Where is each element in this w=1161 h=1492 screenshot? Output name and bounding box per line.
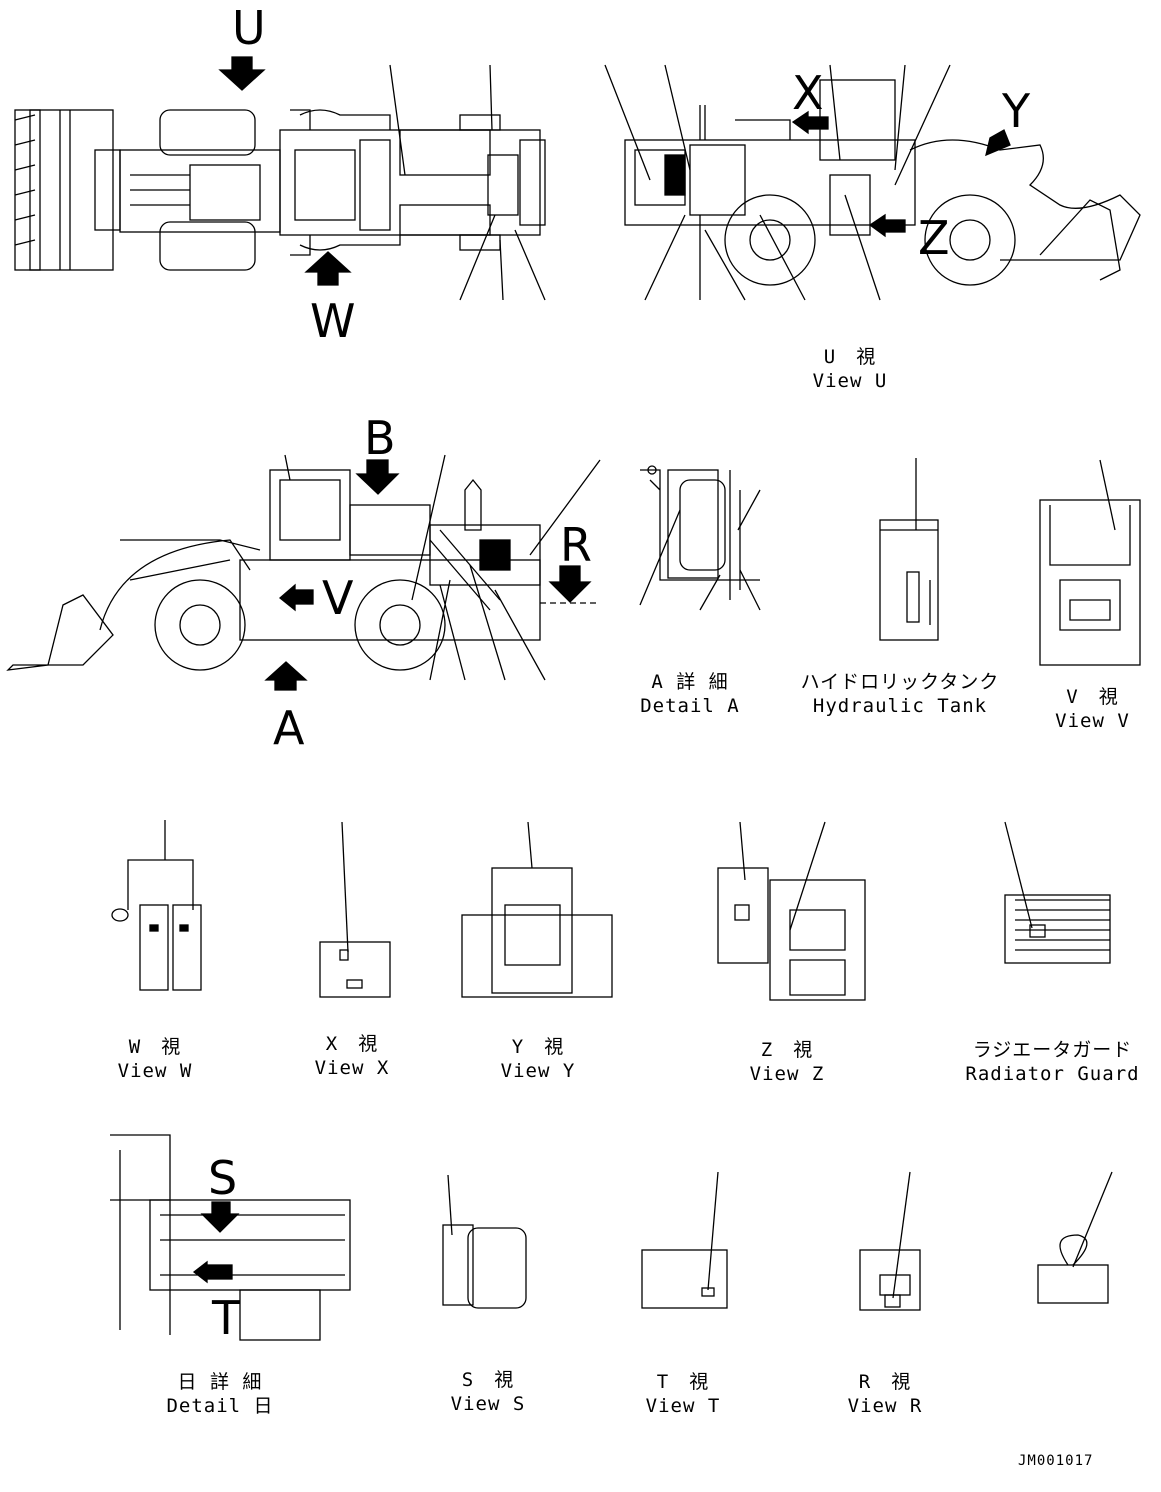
machine-side-view <box>6 454 601 691</box>
arrow-label-x: X <box>792 66 824 120</box>
caption-view-v: V 視 View V <box>1035 685 1150 733</box>
caption-jp: Y 視 <box>511 1036 565 1058</box>
top-plan-view <box>14 56 546 301</box>
caption-jp: R 視 <box>858 1371 912 1393</box>
caption-en: Detail A <box>640 695 740 717</box>
left-arrow-icon <box>868 213 886 238</box>
down-arrow-icon <box>355 459 400 495</box>
up-arrow-icon <box>304 251 352 286</box>
caption-jp: T 視 <box>656 1371 710 1393</box>
view-y-drawing <box>461 821 613 998</box>
caption-view-r: R 視 View R <box>825 1370 945 1418</box>
caption-radiator-guard: ラジエータガード Radiator Guard <box>955 1038 1150 1086</box>
caption-en: View W <box>117 1060 193 1082</box>
caption-jp: 日 詳 細 <box>177 1371 263 1393</box>
caption-detail-b: 日 詳 細 Detail 日 <box>160 1370 280 1418</box>
caption-en: View S <box>450 1393 526 1415</box>
caption-view-t: T 視 View T <box>623 1370 743 1418</box>
view-t-drawing <box>641 1171 728 1309</box>
caption-jp: Z 視 <box>760 1039 814 1061</box>
hydraulic-tank-drawing <box>879 458 939 641</box>
down-arrow-icon <box>218 56 266 91</box>
up-arrow-icon <box>264 661 308 691</box>
caption-jp: S 視 <box>461 1369 515 1391</box>
caption-en: Radiator Guard <box>965 1063 1140 1085</box>
view-w-drawing <box>111 820 202 991</box>
caption-en: View Y <box>500 1060 576 1082</box>
caption-view-z: Z 視 View Z <box>727 1038 847 1086</box>
caption-jp: ラジエータガード <box>972 1039 1133 1061</box>
detail-a-drawing <box>639 465 761 611</box>
caption-view-y: Y 視 View Y <box>478 1035 598 1083</box>
caption-en: View X <box>314 1057 390 1079</box>
view-x-drawing <box>319 821 391 998</box>
caption-detail-a: A 詳 細 Detail A <box>625 670 755 718</box>
arrow-label-a: A <box>273 701 305 755</box>
caption-view-s: S 視 View S <box>428 1368 548 1416</box>
arrow-label-y: Y <box>1002 84 1031 138</box>
drawing-code: JM001017 <box>1018 1453 1094 1469</box>
caption-jp: W 視 <box>128 1036 182 1058</box>
arrow-label-r: R <box>560 518 592 572</box>
caption-jp: U 視 <box>823 346 877 368</box>
caption-en: View T <box>645 1395 721 1417</box>
caption-en: View V <box>1055 710 1130 732</box>
caption-jp: A 詳 細 <box>651 671 729 693</box>
view-z-drawing <box>717 821 866 1001</box>
caption-view-w: W 視 View W <box>95 1035 215 1083</box>
arrow-label-t: T <box>212 1291 241 1345</box>
caption-jp: ハイドロリックタンク <box>800 671 1000 693</box>
arrow-label-u: U <box>232 1 266 55</box>
caption-en: View Z <box>749 1063 825 1085</box>
caption-en: View U <box>812 370 888 392</box>
caption-en: Detail 日 <box>166 1395 274 1417</box>
tag-drawing <box>1037 1171 1113 1304</box>
down-arrow-icon <box>548 565 592 603</box>
left-arrow-icon <box>192 1260 208 1284</box>
arrow-label-z: Z <box>918 211 950 265</box>
caption-jp: X 視 <box>325 1033 379 1055</box>
caption-en: Hydraulic Tank <box>812 695 988 717</box>
caption-jp: V 視 <box>1066 686 1119 708</box>
left-arrow-icon <box>278 583 296 612</box>
view-v-drawing <box>1039 459 1141 666</box>
arrow-label-w: W <box>310 294 356 348</box>
caption-view-x: X 視 View X <box>292 1032 412 1080</box>
left-arrow-icon <box>985 129 1011 157</box>
view-r-drawing <box>859 1171 921 1311</box>
down-arrow-icon <box>200 1201 240 1233</box>
radiator-guard-drawing <box>1004 821 1111 964</box>
caption-en: View R <box>847 1395 923 1417</box>
detail-b-drawing <box>110 1134 351 1341</box>
caption-view-u: U 視 View U <box>780 345 920 393</box>
arrow-label-b: B <box>364 411 396 465</box>
arrow-label-s: S <box>208 1151 238 1205</box>
arrow-label-v: V <box>322 571 354 625</box>
view-u-side <box>604 64 1141 301</box>
caption-hydraulic-tank: ハイドロリックタンク Hydraulic Tank <box>800 670 1000 718</box>
view-s-drawing <box>442 1174 527 1309</box>
